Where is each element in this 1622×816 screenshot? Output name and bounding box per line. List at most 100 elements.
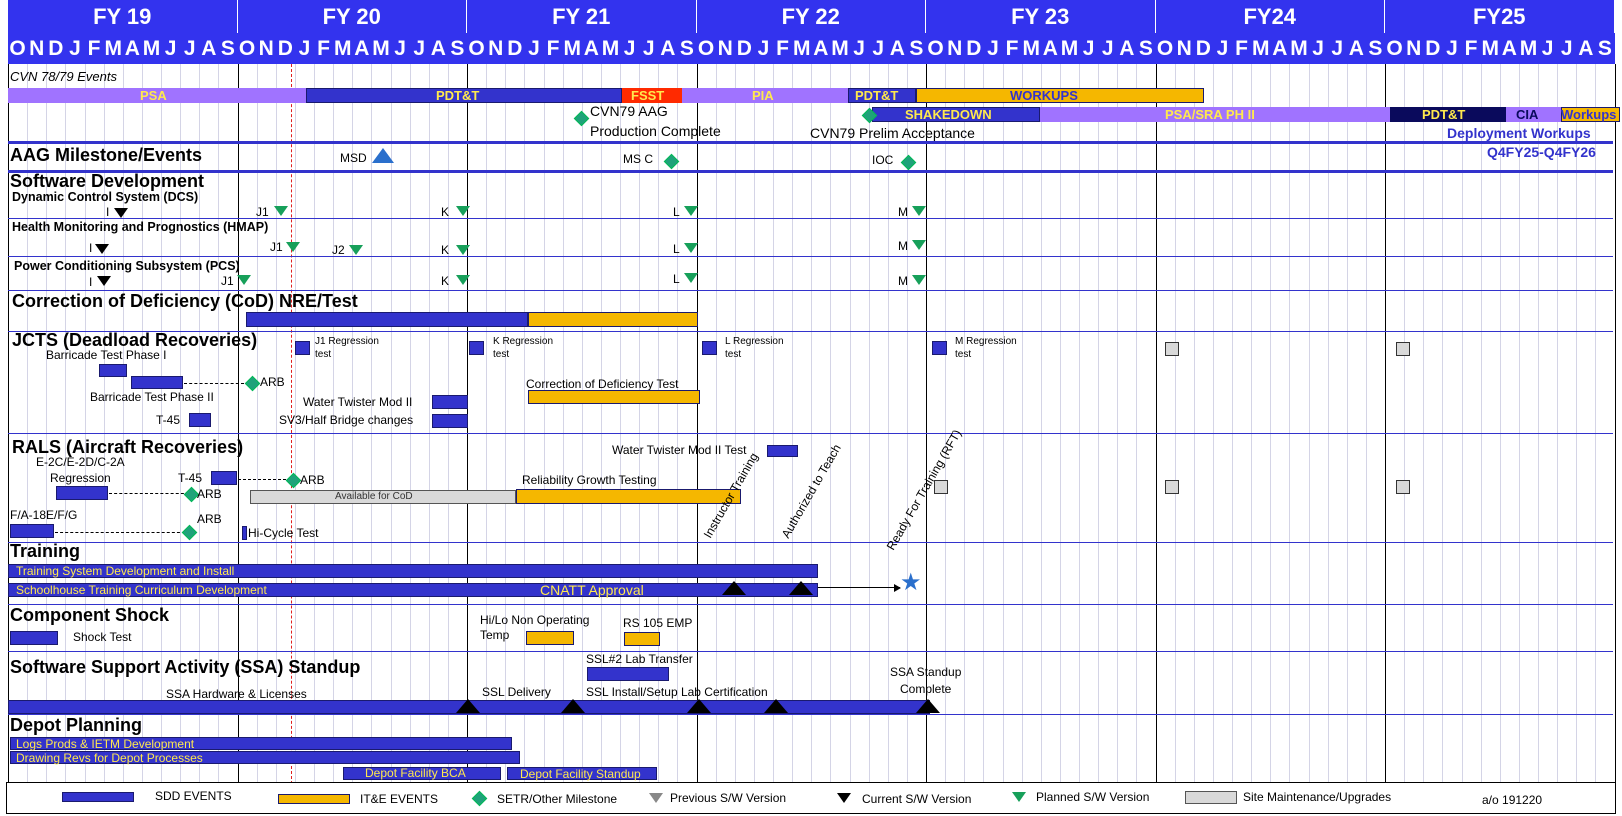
month-header: A [1040, 33, 1060, 64]
month-gridline [1404, 64, 1406, 784]
legend-curr-icon [837, 793, 851, 803]
month-header: F [1232, 33, 1252, 64]
barricade2-label: Barricade Test Phase II [90, 390, 214, 404]
month-gridline [1059, 64, 1061, 784]
psa-sra-bar [1040, 107, 1390, 122]
month-header: N [945, 33, 965, 64]
fa18-bar [10, 524, 54, 538]
month-gridline [27, 64, 29, 784]
hmap-j2-label: J2 [332, 243, 345, 257]
fy-header: FY 19 [8, 0, 238, 33]
month-gridline [1518, 64, 1520, 784]
m-reg-test: test [955, 349, 972, 360]
hmap-i-label: I [89, 241, 93, 255]
dcs-j1-label: J1 [256, 205, 269, 219]
pcs-j1-marker [237, 275, 251, 285]
ioc-label: IOC [872, 153, 894, 167]
month-header: D [964, 33, 984, 64]
month-header: N [1174, 33, 1194, 64]
month-gridline [1308, 64, 1310, 784]
month-header: J [868, 33, 888, 64]
ssl-delivery-marker [456, 699, 480, 713]
legend-setr: SETR/Other Milestone [497, 792, 618, 806]
month-gridline [1136, 64, 1138, 784]
hmap-j1-marker [286, 242, 300, 252]
month-header: A [1117, 33, 1137, 64]
month-gridline [773, 64, 774, 784]
jcts-heading: JCTS (Deadload Recoveries) [12, 330, 258, 350]
l-reg-bar [702, 341, 717, 355]
dcs-l-label: L [673, 205, 680, 219]
month-header: J [1212, 33, 1232, 64]
month-gridline [811, 64, 813, 784]
aag-heading: AAG Milestone/Events [10, 145, 203, 165]
jcts-wt-label: Water Twister Mod II [303, 395, 413, 409]
month-header: M [1251, 33, 1271, 64]
fsst-bar [622, 88, 682, 103]
k-reg-bar [469, 341, 484, 355]
section-divider [8, 651, 1613, 652]
month-gridline [1002, 64, 1004, 784]
rgt-bar [516, 489, 741, 504]
depot-heading: Depot Planning [10, 715, 142, 735]
fsst-label: FSST [631, 88, 665, 103]
cnatt-label: CNATT Approval [540, 582, 644, 598]
month-gridline [1346, 64, 1348, 784]
month-header: M [103, 33, 123, 64]
msd-milestone-icon [372, 148, 394, 163]
dcs-i-label: I [106, 205, 110, 219]
month-gridline [715, 64, 717, 784]
month-gridline [792, 64, 794, 784]
month-header: S [1365, 33, 1385, 64]
month-gridline [1480, 64, 1482, 784]
month-header: J [161, 33, 181, 64]
section-divider [8, 433, 1613, 434]
aag-prod-label-2: Production Complete [590, 123, 721, 139]
month-header: N [256, 33, 276, 64]
workups2-bar [1561, 107, 1620, 122]
pdtt-bar [306, 88, 622, 103]
month-gridline [275, 64, 277, 784]
standup-label: Depot Facility Standup [520, 767, 641, 781]
month-header: O [926, 33, 946, 64]
month-header: A [1499, 33, 1519, 64]
workups2-label: Workups [1561, 107, 1617, 122]
k-reg-test: test [493, 349, 510, 360]
rft-label: Ready For Training (RFT) [883, 427, 965, 553]
fa18-arb-label: ARB [197, 512, 222, 526]
ssl-delivery-label: SSL Delivery [482, 685, 551, 699]
hilo-bar [526, 631, 574, 645]
pdtt2-bar [848, 88, 916, 103]
fy-gridline [8, 64, 9, 784]
pcs-m-marker [912, 275, 926, 285]
month-gridline [658, 64, 660, 784]
month-gridline [639, 64, 641, 784]
month-header: J [1557, 33, 1577, 64]
hicycle-bar [242, 526, 247, 540]
month-header: J [1098, 33, 1118, 64]
pcs-k-label: K [441, 274, 450, 288]
hmap-m-marker [912, 240, 926, 250]
lab-cert-marker [687, 699, 711, 713]
month-header: M [1289, 33, 1309, 64]
month-header: M [371, 33, 391, 64]
month-header: O [8, 33, 28, 64]
legend-site-swatch [1185, 791, 1237, 804]
rals-site-maint-fy23 [934, 480, 948, 494]
month-gridline [1365, 64, 1367, 784]
section-divider [8, 542, 1613, 543]
month-header: J [524, 33, 544, 64]
month-gridline [141, 64, 143, 784]
month-header: S [677, 33, 697, 64]
tsdi-bar [8, 564, 818, 578]
rgt-label: Reliability Growth Testing [522, 473, 657, 487]
section-divider [8, 170, 1613, 173]
dcs-i-marker [114, 208, 128, 218]
month-gridline [868, 64, 870, 784]
month-header: O [1385, 33, 1405, 64]
legend-site: Site Maintenance/Upgrades [1243, 790, 1392, 804]
legend-curr: Current S/W Version [862, 792, 972, 806]
shock-label: Shock Test [73, 630, 132, 644]
month-gridline [1040, 64, 1042, 784]
month-header: M [1021, 33, 1041, 64]
